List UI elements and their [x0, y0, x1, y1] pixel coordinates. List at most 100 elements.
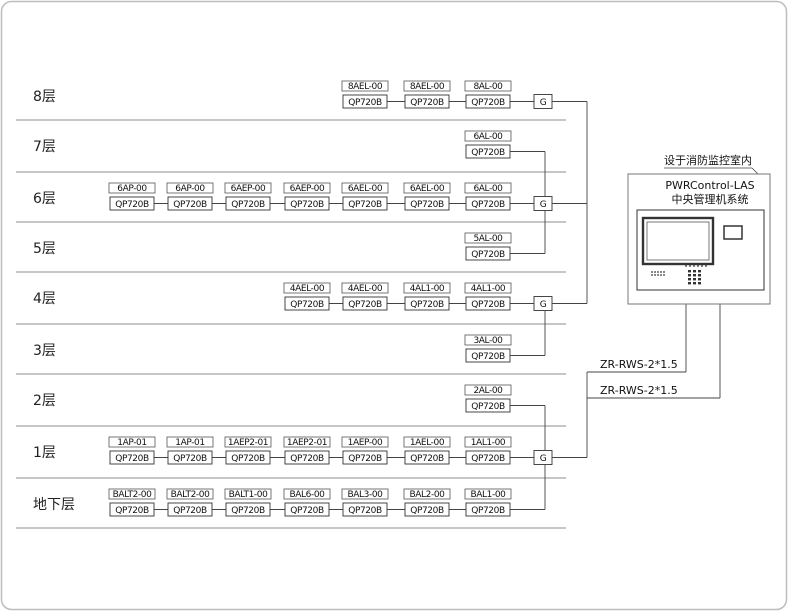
- device-model-frame: [465, 94, 511, 109]
- device-code-frame: [166, 182, 214, 194]
- device-code-frame: [403, 182, 451, 194]
- device-model-frame: [109, 450, 155, 465]
- gateway-label: G: [540, 300, 547, 310]
- device-code-label: BALT2-00: [171, 490, 211, 500]
- keypad-key: [693, 278, 696, 281]
- device-code-label: 6AEL-00: [348, 184, 383, 194]
- device-code-frame: [464, 334, 512, 346]
- device-model-label: QP720B: [348, 454, 382, 464]
- gateway-module: G: [533, 296, 553, 311]
- keypad-key: [693, 282, 696, 285]
- device-model-label: QP720B: [290, 200, 324, 210]
- device-code-frame: [403, 80, 451, 92]
- device-code-label: 4AL1-00: [410, 284, 445, 294]
- device-code-frame: [403, 282, 451, 294]
- device-model-frame: [465, 196, 511, 211]
- device-model-frame: [167, 450, 213, 465]
- floor-name: 3层: [33, 343, 56, 359]
- device-code-frame: [166, 436, 214, 448]
- device-code-label: BALT1-00: [229, 490, 269, 500]
- device-model-label: QP720B: [410, 300, 444, 310]
- device-model-label: QP720B: [348, 200, 382, 210]
- device-code-frame: [224, 436, 272, 448]
- device-code-label: 1AEL-00: [410, 438, 445, 448]
- device-model-label: QP720B: [231, 454, 265, 464]
- device-model-frame: [342, 94, 388, 109]
- device-code-frame: [464, 282, 512, 294]
- device-code-label: 1AEP2-01: [287, 438, 327, 448]
- control-room-note: 设于消防监控室内: [664, 153, 752, 167]
- floor-name: 6层: [33, 191, 56, 207]
- device-code-frame: [108, 182, 156, 194]
- device-model-label: QP720B: [173, 506, 207, 516]
- device-model-frame: [404, 450, 450, 465]
- system-subtitle: 中央管理机系统: [672, 192, 749, 206]
- floor-name: 7层: [33, 139, 56, 155]
- keypad-key: [698, 274, 701, 277]
- device-model-label: QP720B: [471, 98, 505, 108]
- device-model-frame: [404, 502, 450, 517]
- device-code-label: 8AL-00: [473, 82, 503, 92]
- device-code-frame: [464, 232, 512, 244]
- device-code-label: 8AEL-00: [410, 82, 445, 92]
- device-code-frame: [403, 488, 451, 500]
- speaker-grille-dot: [660, 271, 662, 273]
- floor-name: 5层: [33, 241, 56, 257]
- device-code-frame: [108, 488, 156, 500]
- device-code-frame: [166, 488, 214, 500]
- device-model-frame: [109, 502, 155, 517]
- device-code-label: 4AEL-00: [348, 284, 383, 294]
- device-code-frame: [341, 182, 389, 194]
- floor-row: 6层6AP-00QP720B6AP-00QP720B6AEP-00QP720B6…: [16, 182, 566, 223]
- device-model-frame: [342, 196, 388, 211]
- device-model-frame: [404, 296, 450, 311]
- keypad-key: [698, 278, 701, 281]
- device-model-frame: [465, 296, 511, 311]
- device-model-label: QP720B: [115, 454, 149, 464]
- floor-row: 4层4AEL-00QP720B4AEL-00QP720B4AL1-00QP720…: [16, 282, 566, 325]
- device-model-label: QP720B: [471, 300, 505, 310]
- device-model-label: QP720B: [471, 402, 505, 412]
- speaker-grille-dot: [654, 271, 656, 273]
- device-model-frame: [167, 196, 213, 211]
- device-code-frame: [283, 488, 331, 500]
- speaker-grille-dot: [663, 274, 665, 276]
- keypad-key: [698, 270, 701, 273]
- device-code-frame: [341, 436, 389, 448]
- device-code-frame: [464, 182, 512, 194]
- device-model-label: QP720B: [471, 352, 505, 362]
- device-model-label: QP720B: [410, 98, 444, 108]
- device-model-frame: [342, 296, 388, 311]
- device-code-label: BAL1-00: [471, 490, 507, 500]
- cable-spec-label: ZR-RWS-2*1.5: [600, 358, 678, 371]
- device-model-frame: [284, 450, 330, 465]
- device-code-label: BALT2-00: [113, 490, 153, 500]
- device-model-label: QP720B: [231, 506, 265, 516]
- keypad-dot: [705, 265, 707, 267]
- device-code-label: 1AL1-00: [471, 438, 506, 448]
- gateway-module: G: [533, 196, 553, 211]
- device-code-frame: [283, 436, 331, 448]
- device-code-label: BAL2-00: [410, 490, 446, 500]
- floor-row: 地下层BALT2-00QP720BBALT2-00QP720BBALT1-00Q…: [16, 488, 566, 529]
- device-code-frame: [224, 488, 272, 500]
- device-code-label: 6AP-00: [117, 184, 147, 194]
- device-model-label: QP720B: [471, 200, 505, 210]
- gateway-label: G: [540, 454, 547, 464]
- device-model-label: QP720B: [410, 454, 444, 464]
